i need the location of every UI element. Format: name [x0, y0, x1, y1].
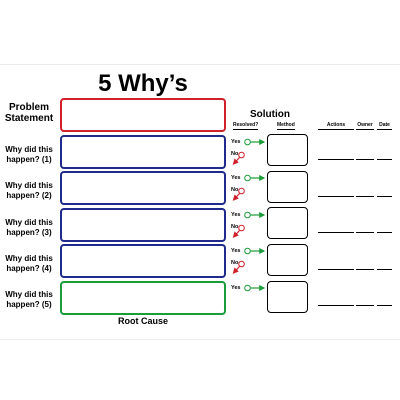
- owner-column-header: Owner: [356, 122, 374, 130]
- method-box-3[interactable]: [267, 207, 308, 239]
- method-column-header: Method: [277, 122, 295, 130]
- owner-line-3[interactable]: [356, 232, 374, 233]
- why-box-2[interactable]: [60, 171, 226, 205]
- problem-statement-box[interactable]: [60, 98, 226, 132]
- no-label-3: No: [231, 224, 239, 230]
- owner-line-4[interactable]: [356, 269, 374, 270]
- method-box-4[interactable]: [267, 244, 308, 276]
- why-label-2: Why did this happen? (2): [5, 181, 53, 200]
- date-column-header: Date: [377, 122, 392, 130]
- problem-statement-label: Problem Statement: [4, 102, 54, 124]
- owner-line-1[interactable]: [356, 159, 374, 160]
- actions-line-5[interactable]: [318, 305, 354, 306]
- root-cause-label: Root Cause: [117, 316, 168, 326]
- date-line-1[interactable]: [377, 159, 392, 160]
- actions-line-1[interactable]: [318, 159, 354, 160]
- yes-label-3: Yes: [231, 212, 241, 218]
- date-line-4[interactable]: [377, 269, 392, 270]
- no-label-4: No: [231, 260, 239, 266]
- yes-label-2: Yes: [231, 175, 241, 181]
- actions-line-4[interactable]: [318, 269, 354, 270]
- method-box-5[interactable]: [267, 281, 308, 313]
- yes-label-1: Yes: [231, 139, 241, 145]
- method-box-1[interactable]: [267, 134, 308, 166]
- why-box-4[interactable]: [60, 244, 226, 278]
- no-label-1: No: [231, 151, 239, 157]
- owner-line-2[interactable]: [356, 196, 374, 197]
- actions-line-2[interactable]: [318, 196, 354, 197]
- date-line-5[interactable]: [377, 305, 392, 306]
- board-title: 5 Why’s: [98, 70, 188, 97]
- date-line-3[interactable]: [377, 232, 392, 233]
- why-label-5: Why did this happen? (5): [5, 290, 53, 309]
- solution-title: Solution: [250, 109, 290, 120]
- actions-column-header: Actions: [318, 122, 354, 130]
- method-box-2[interactable]: [267, 171, 308, 203]
- why-label-3: Why did this happen? (3): [5, 218, 53, 237]
- why-box-5-root[interactable]: [60, 281, 226, 315]
- yes-label-5: Yes: [231, 285, 241, 291]
- date-line-2[interactable]: [377, 196, 392, 197]
- why-label-4: Why did this happen? (4): [5, 254, 53, 273]
- yes-label-4: Yes: [231, 248, 241, 254]
- no-label-2: No: [231, 187, 239, 193]
- why-label-1: Why did this happen? (1): [5, 145, 53, 164]
- owner-line-5[interactable]: [356, 305, 374, 306]
- why-box-1[interactable]: [60, 135, 226, 169]
- why-box-3[interactable]: [60, 208, 226, 242]
- actions-line-3[interactable]: [318, 232, 354, 233]
- resolved-column-header: Resolved?: [233, 122, 259, 130]
